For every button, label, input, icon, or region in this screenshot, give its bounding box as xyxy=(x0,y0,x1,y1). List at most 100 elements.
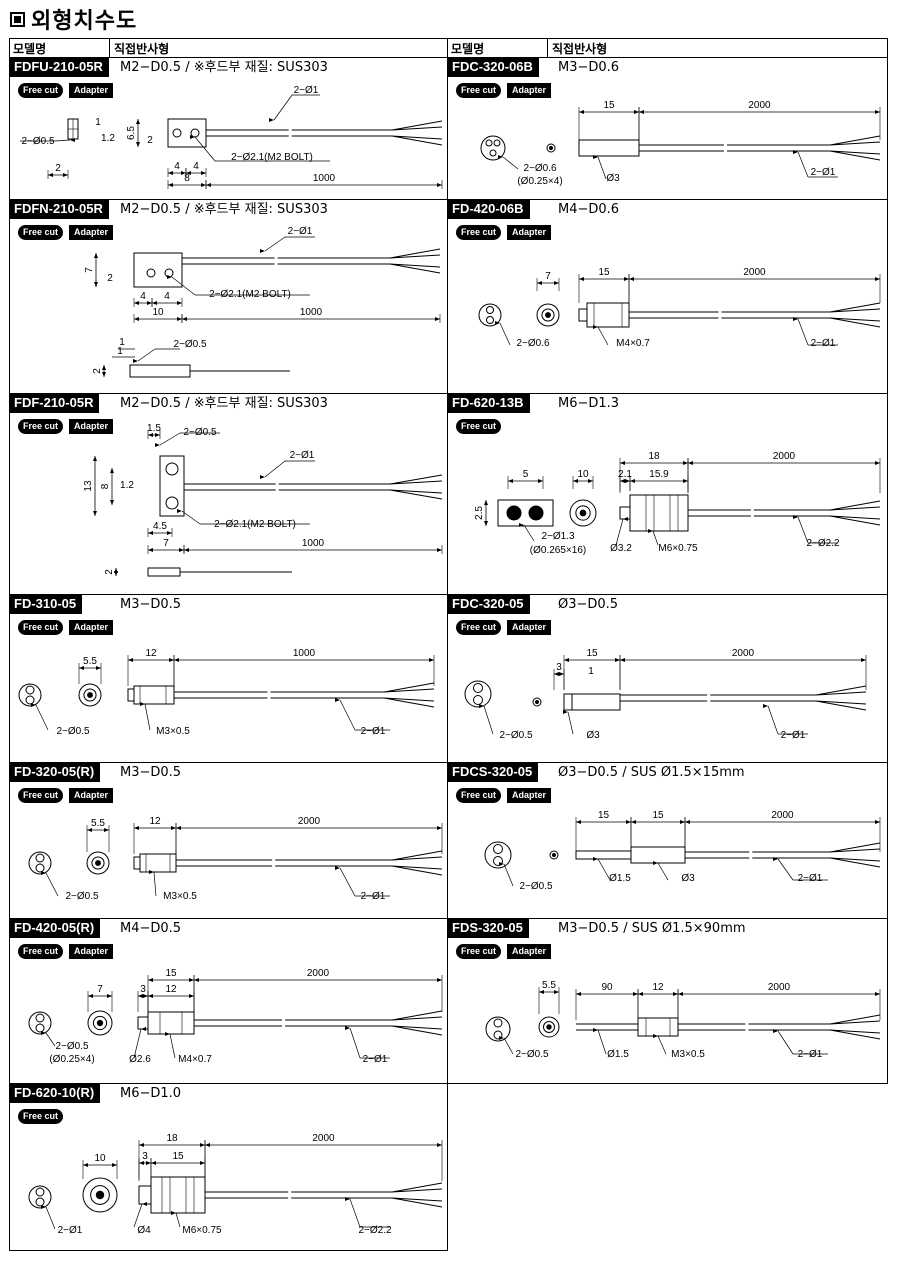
fiber-core xyxy=(35,1187,45,1197)
bolt-hole xyxy=(190,128,200,138)
fiber-core xyxy=(486,316,494,324)
arrowhead xyxy=(155,433,160,437)
free-cut-badge: Free cut xyxy=(456,788,502,803)
arrowhead xyxy=(579,277,584,281)
leader-line xyxy=(657,1035,667,1055)
arrowhead xyxy=(625,479,630,483)
leader-label: M3×0.5 xyxy=(156,726,190,737)
arrowhead xyxy=(148,531,153,535)
arrowhead xyxy=(189,994,194,998)
end-face xyxy=(28,1011,52,1035)
leader-label: 2−Ø2.2 xyxy=(358,1225,392,1236)
page-title-text: 외형치수도 xyxy=(31,9,138,34)
leader-label: 2−Ø1 xyxy=(361,726,386,737)
option-badges: Free cut Adapter xyxy=(18,419,114,434)
model-spec: M4−D0.5 xyxy=(120,921,182,936)
arrowhead xyxy=(189,978,194,982)
arrowhead xyxy=(146,1161,151,1165)
leader-line xyxy=(264,460,286,478)
arrowhead xyxy=(688,461,693,465)
adapter-badge: Adapter xyxy=(507,788,552,803)
cable-break xyxy=(282,1018,286,1028)
hex-nut xyxy=(586,302,630,328)
end-face xyxy=(464,680,492,708)
arrowhead xyxy=(174,658,179,662)
arrowhead xyxy=(102,365,106,370)
end-face xyxy=(18,683,42,707)
free-cut-badge: Free cut xyxy=(18,419,64,434)
leader-line xyxy=(133,1028,142,1059)
dimension-label: 1 xyxy=(588,666,594,677)
arrowhead xyxy=(573,479,578,483)
cable-break xyxy=(749,850,753,860)
arrowhead xyxy=(345,1197,350,1201)
free-cut-badge: Free cut xyxy=(18,788,64,803)
hex-nut xyxy=(147,1011,195,1035)
dimension-label: 12 xyxy=(652,982,664,993)
arrowhead xyxy=(31,703,36,707)
leader-line xyxy=(523,524,535,542)
arrowhead xyxy=(593,857,598,861)
arrowhead xyxy=(653,861,658,865)
leader-label: M6×0.75 xyxy=(658,543,698,554)
leader-line xyxy=(567,711,574,735)
arrowhead xyxy=(165,1032,170,1036)
arrowhead xyxy=(773,857,778,861)
sensor-tip xyxy=(619,506,631,520)
cable-split xyxy=(829,842,881,868)
arrowhead xyxy=(345,1026,350,1030)
option-badges: Free cut xyxy=(456,419,502,434)
leader-label: 2−Ø1 xyxy=(798,1049,823,1060)
arrowhead xyxy=(147,301,152,305)
arrowhead xyxy=(875,110,880,114)
arrowhead xyxy=(83,1163,88,1167)
dimension-label: 10 xyxy=(152,307,164,318)
leader-label: 2−Ø0.5 xyxy=(21,136,55,147)
dimension-label: 2000 xyxy=(748,100,771,111)
arrowhead xyxy=(624,277,629,281)
cable-break xyxy=(288,1190,292,1200)
leader-label: 2−Ø1 xyxy=(798,873,823,884)
adapter-badge: Adapter xyxy=(69,419,114,434)
arrowhead xyxy=(205,1143,210,1147)
cable-split xyxy=(391,1182,443,1208)
cable-split xyxy=(391,120,443,146)
dimension-label: 2000 xyxy=(773,451,796,462)
free-cut-badge: Free cut xyxy=(456,225,502,240)
side-view-core xyxy=(95,860,101,866)
cable-split xyxy=(389,248,441,274)
dimension-label: 8 xyxy=(184,173,190,184)
arrowhead xyxy=(593,325,598,329)
dimension-label: 2 xyxy=(55,163,61,174)
leader-label: 2−Ø1 xyxy=(811,338,836,349)
dimension-label: 8 xyxy=(100,483,111,489)
fiber-core xyxy=(473,695,483,705)
arrowhead xyxy=(875,992,880,996)
leader-line xyxy=(45,1032,56,1047)
dimension-label: 2000 xyxy=(298,816,321,827)
arrowhead xyxy=(136,119,140,124)
arrowhead xyxy=(554,281,559,285)
arrowhead xyxy=(176,826,181,830)
leader-line xyxy=(339,867,356,897)
dimension-label: 7 xyxy=(84,267,95,273)
dimension-label: 10 xyxy=(577,469,589,480)
arrowhead xyxy=(638,992,643,996)
model-spec: M6−D1.0 xyxy=(120,1086,182,1101)
arrowhead xyxy=(194,978,199,982)
leader-label: 2−Ø1.3 xyxy=(541,531,575,542)
leader-line xyxy=(137,348,156,362)
arrowhead xyxy=(484,500,488,505)
hood-strip xyxy=(147,567,181,577)
free-cut-badge: Free cut xyxy=(18,83,64,98)
arrowhead xyxy=(861,658,866,662)
arrowhead xyxy=(626,820,631,824)
arrowhead xyxy=(181,171,186,175)
arrowhead xyxy=(437,1143,442,1147)
